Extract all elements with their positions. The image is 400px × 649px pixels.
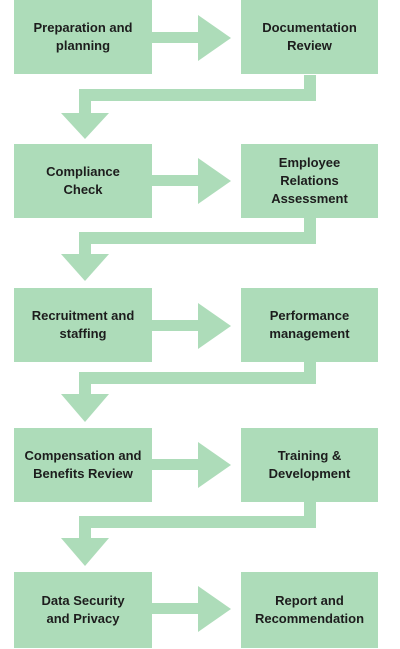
- step-preparation-and-planning: Preparation and planning: [14, 0, 152, 74]
- step-label: Compensation and Benefits Review: [24, 448, 142, 481]
- connector-down-3: [61, 362, 316, 422]
- step-documentation-review: Documentation Review: [241, 0, 378, 74]
- step-label: Data Security and Privacy: [41, 593, 125, 626]
- step-label: Documentation Review: [262, 20, 357, 53]
- step-label: Training & Development: [268, 448, 351, 481]
- arrow-right-1: [152, 15, 231, 61]
- arrow-right-2: [152, 158, 231, 204]
- step-label: Performance management: [269, 308, 350, 341]
- step-label: Compliance Check: [46, 164, 120, 197]
- step-compensation-and-benefits-review: Compensation and Benefits Review: [14, 428, 152, 502]
- step-training-and-development: Training & Development: [241, 428, 378, 502]
- step-label: Preparation and planning: [33, 20, 133, 53]
- step-compliance-check: Compliance Check: [14, 144, 152, 218]
- step-employee-relations-assessment: Employee Relations Assessment: [241, 144, 378, 218]
- step-data-security-and-privacy: Data Security and Privacy: [14, 572, 152, 648]
- connector-down-4: [61, 502, 316, 566]
- step-label: Report and Recommendation: [254, 593, 365, 626]
- step-label: Employee Relations Assessment: [271, 155, 348, 206]
- arrow-right-4: [152, 442, 231, 488]
- step-report-and-recommendation: Report and Recommendation: [241, 572, 378, 648]
- step-performance-management: Performance management: [241, 288, 378, 362]
- connector-down-1: [61, 75, 316, 139]
- arrow-right-5: [152, 586, 231, 632]
- connector-down-2: [61, 218, 316, 281]
- step-recruitment-and-staffing: Recruitment and staffing: [14, 288, 152, 362]
- arrow-right-3: [152, 303, 231, 349]
- step-label: Recruitment and staffing: [31, 308, 135, 341]
